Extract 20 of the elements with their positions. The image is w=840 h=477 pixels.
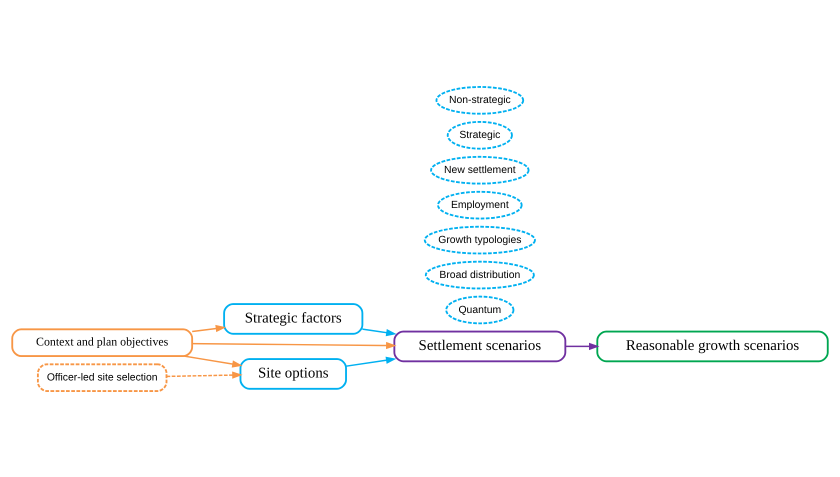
node-ellipse: Growth typologies [424,225,536,254]
node-ellipse: Quantum [445,295,514,324]
arrow [192,341,396,349]
node-box: Officer-led site selection [36,362,168,392]
node-box: Reasonable growth scenarios [596,330,829,362]
arrow [565,342,600,350]
node-ellipse: Employment [437,190,523,219]
arrow [362,328,397,336]
node-ellipse: Broad distribution [424,260,535,289]
node-box: Context and plan objectives [11,328,194,357]
node-box: Site options [240,358,347,390]
node-ellipse: Strategic [446,120,513,150]
arrow [166,370,243,378]
node-ellipse: Non-strategic [436,86,524,114]
node-ellipse: New settlement [430,155,530,184]
arrow [184,354,243,368]
node-box: Strategic factors [223,302,364,334]
arrow [346,356,396,366]
arrow [192,324,226,332]
node-box: Settlement scenarios [393,330,566,362]
